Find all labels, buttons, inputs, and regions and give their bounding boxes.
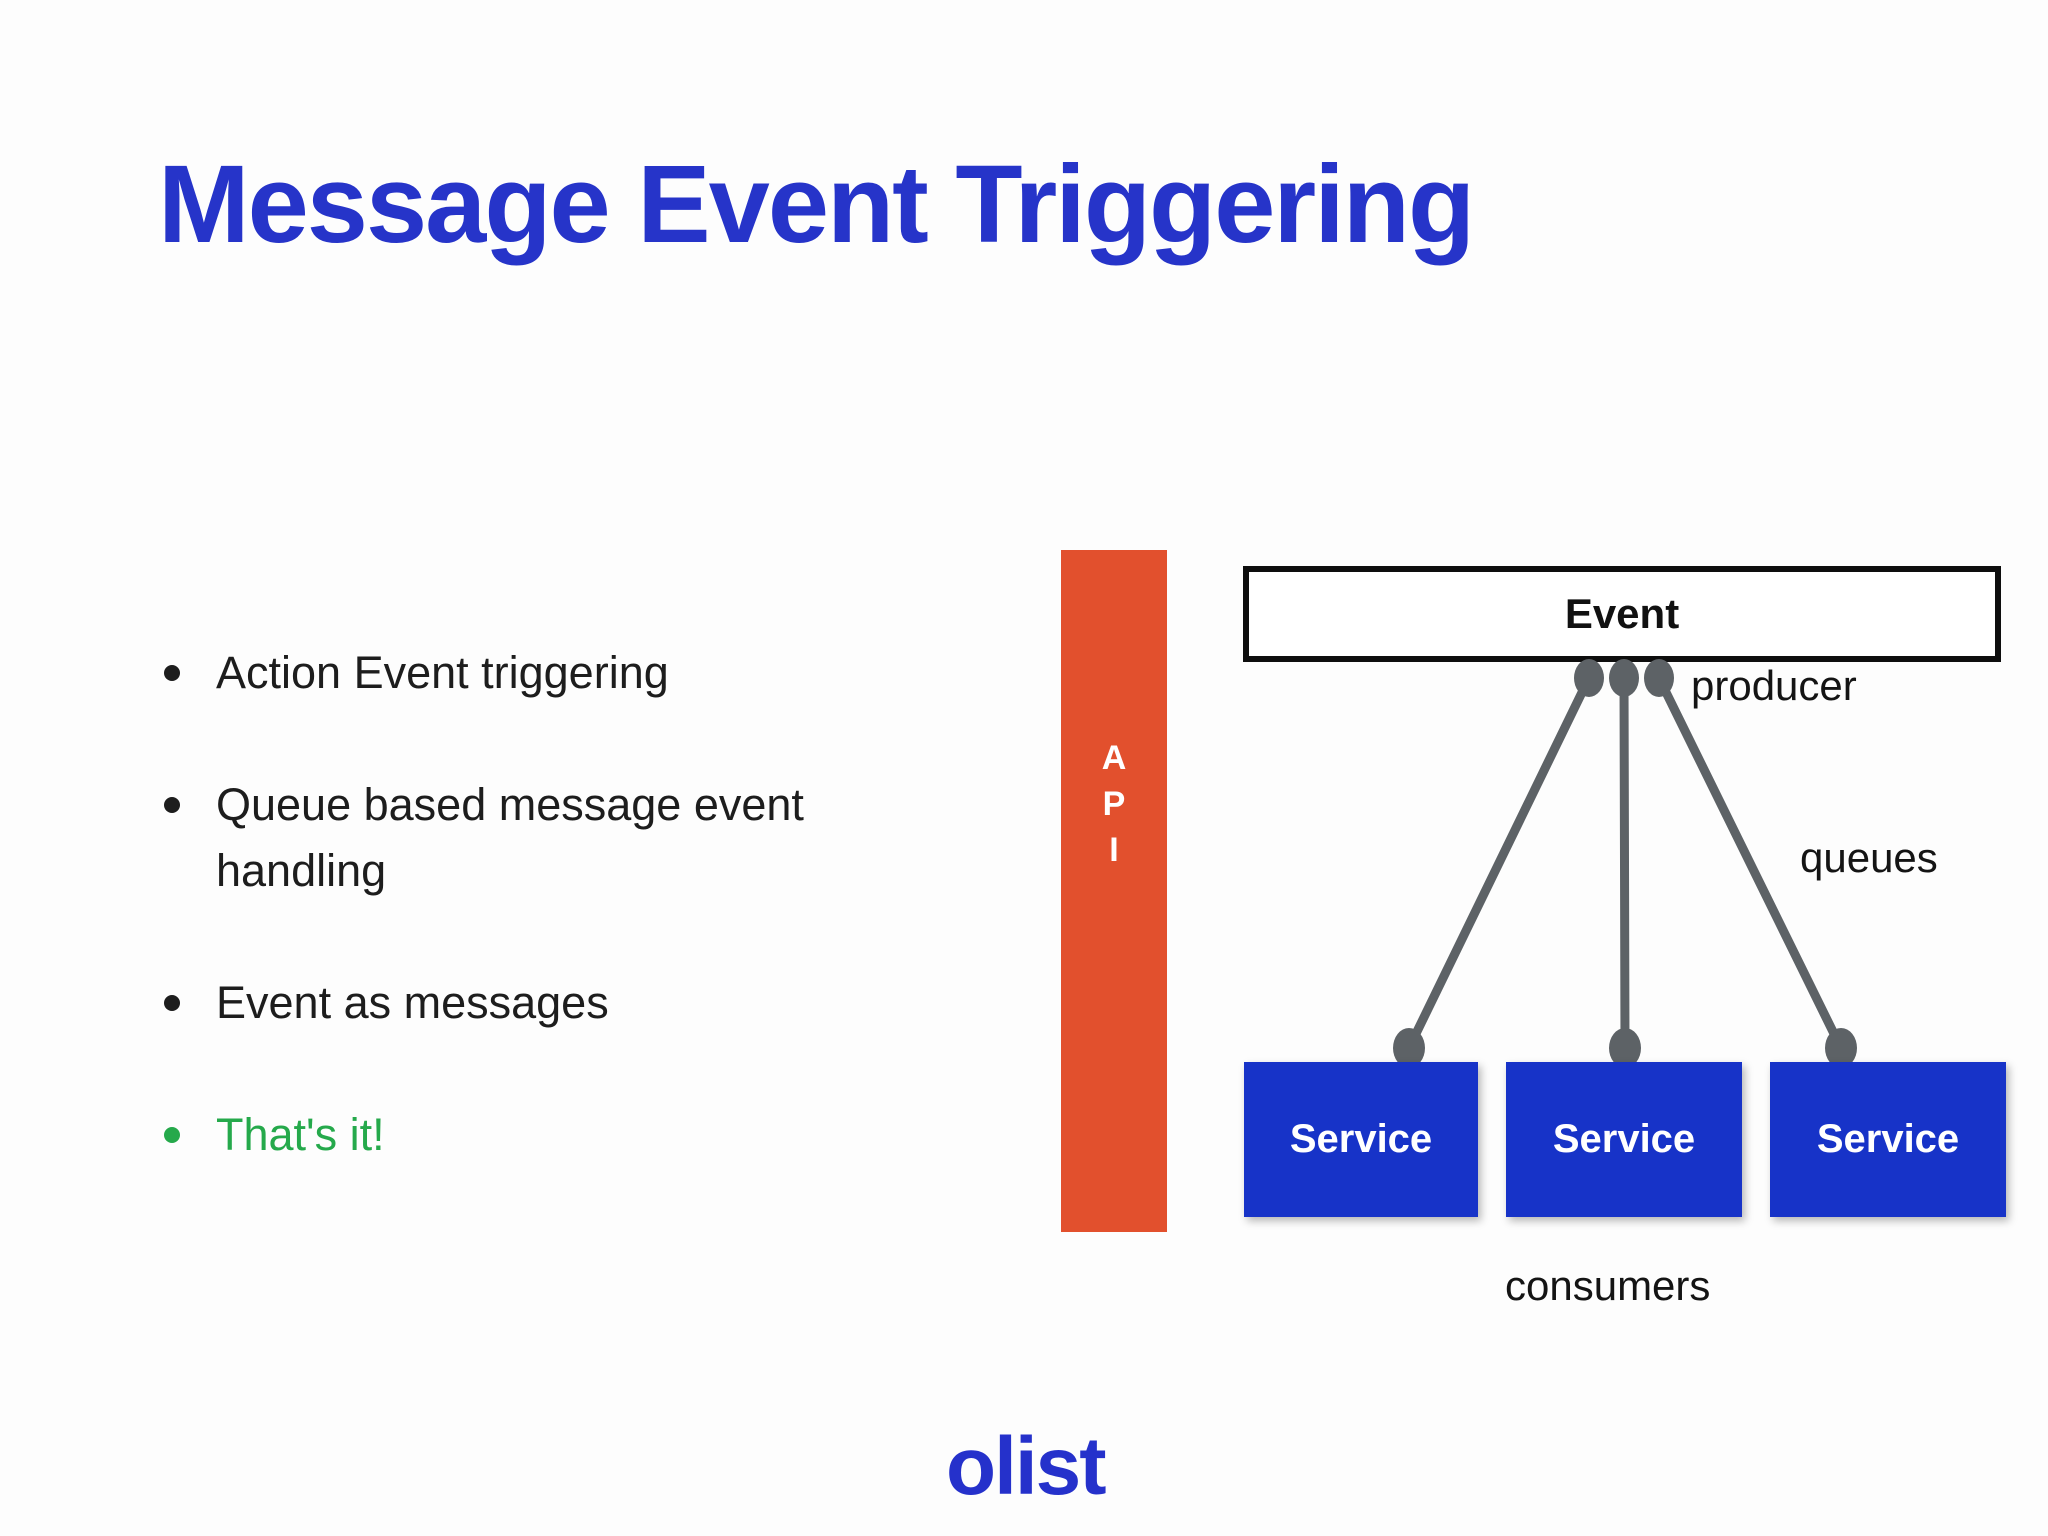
queue-lines [1404,673,1846,1053]
api-bar: A P I [1061,550,1167,1232]
producer-label: producer [1691,662,1857,709]
service-label-1: Service [1289,1117,1433,1161]
service-box-3: Service [1770,1062,2006,1217]
queue-line-left [1404,673,1594,1053]
service-box-1: Service [1244,1062,1478,1217]
bullet-list: Action Event triggering Queue based mess… [164,640,916,1234]
producer-dot-3 [1644,659,1674,697]
api-letter-i: I [1109,831,1119,869]
service-box-2: Service [1506,1062,1742,1217]
queue-endpoint-dots [1393,659,1857,1068]
api-letter-a: A [1101,739,1127,777]
bullet-item-events-as-messages: Event as messages [164,970,916,1036]
olist-logo: olist [946,1421,1107,1512]
producer-dot-1 [1574,659,1604,697]
bullet-item-queue-based: Queue based message event handling [164,772,916,904]
event-label: Event [1564,590,1680,637]
event-box: Event [1243,566,2001,662]
producer-dot-2 [1609,659,1639,697]
consumers-label: consumers [1505,1262,1711,1309]
api-label: A P I [1061,735,1167,873]
service-label-3: Service [1816,1117,1960,1161]
api-letter-p: P [1102,785,1126,823]
bullet-item-action-event: Action Event triggering [164,640,916,706]
service-label-2: Service [1552,1117,1696,1161]
queue-line-middle [1619,673,1630,1053]
bullet-item-thats-it: That's it! [164,1102,916,1168]
slide-title: Message Event Triggering [158,143,1475,266]
queues-label: queues [1800,834,1938,881]
